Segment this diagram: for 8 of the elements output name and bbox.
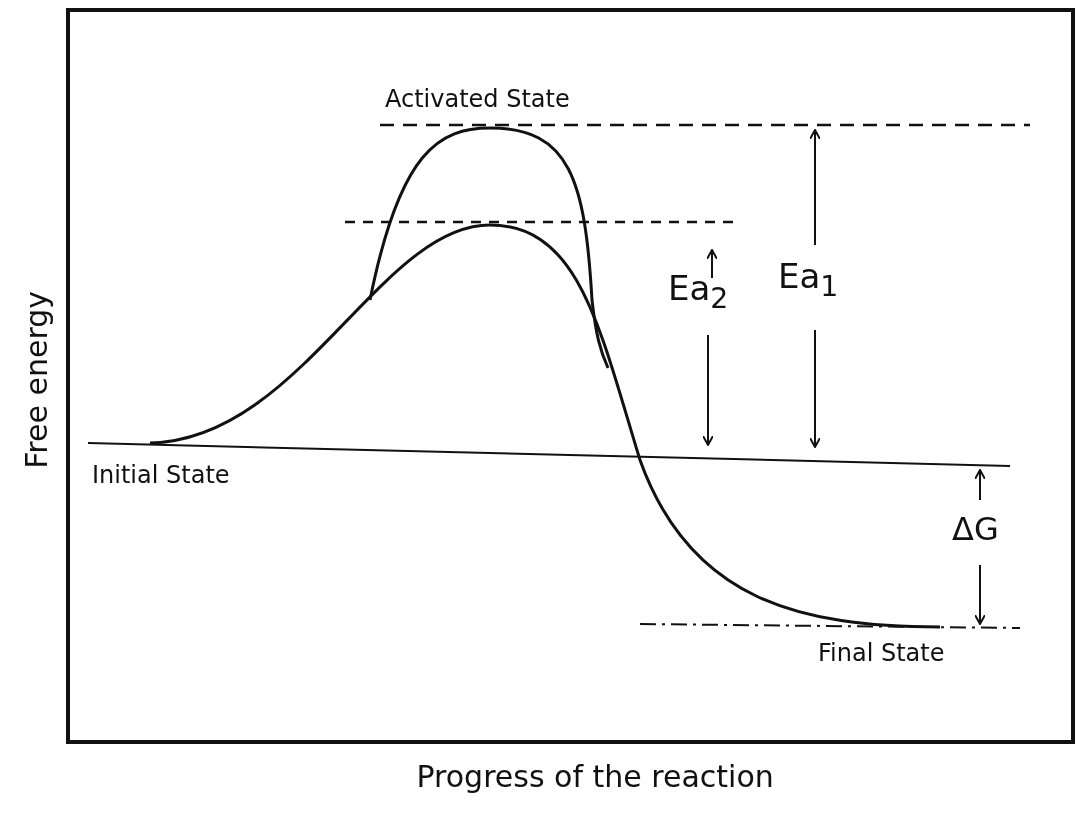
state-label: Initial State (92, 462, 230, 489)
state-label: Activated State (385, 86, 570, 113)
axis-title: Free energy (20, 291, 53, 469)
energy-label: Ea$_{1}$ (778, 258, 839, 302)
energy-label: ΔG (952, 512, 999, 548)
axis-title: Progress of the reaction (416, 760, 774, 793)
energy-label: Ea$_{2}$ (668, 270, 729, 314)
state-label: Final State (818, 640, 945, 667)
